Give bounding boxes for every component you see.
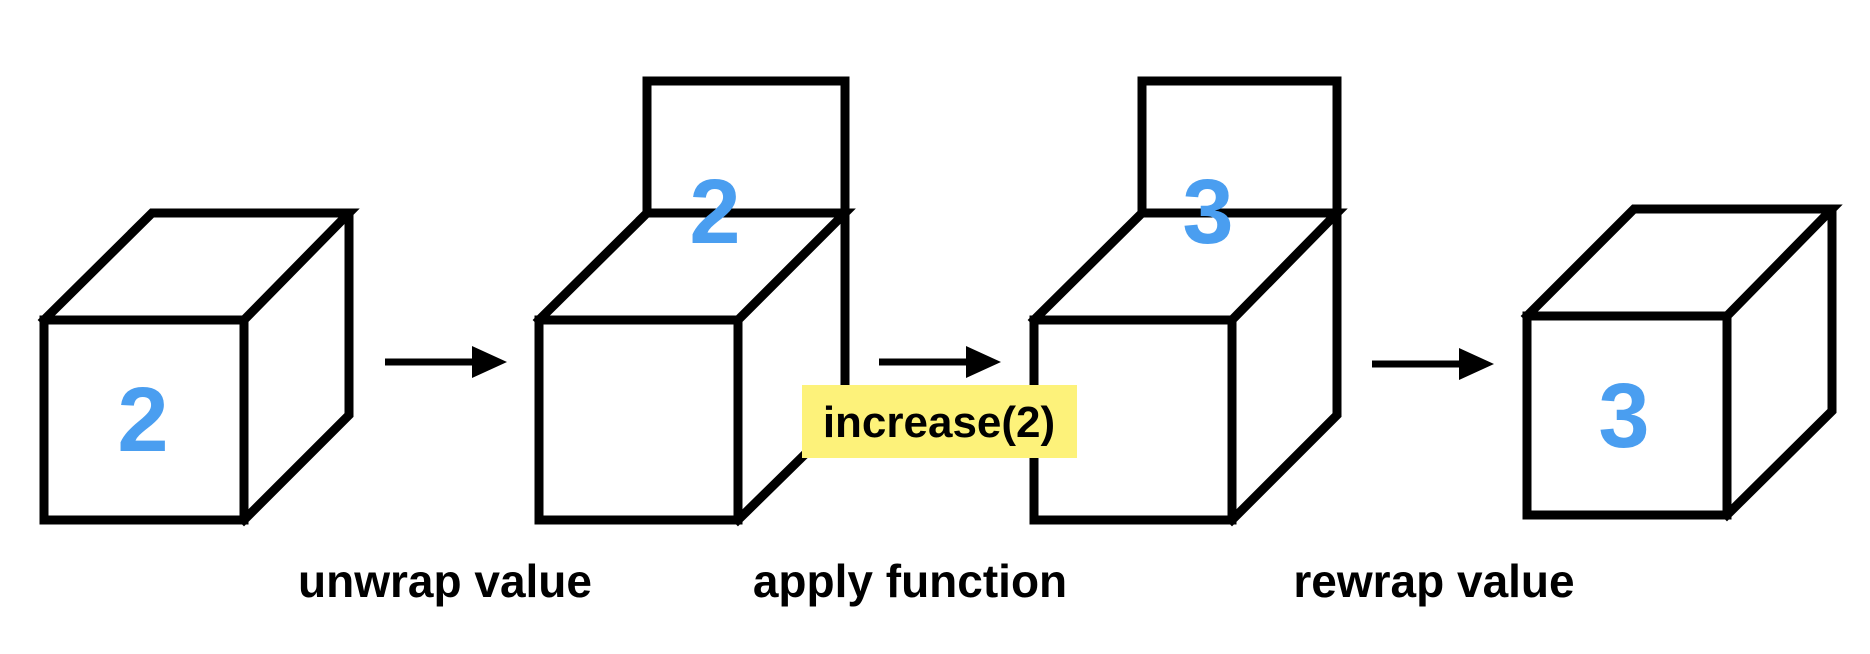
arrow-head: [472, 346, 507, 378]
box-side-face: [731, 208, 850, 527]
arrow-rewrap: [1372, 348, 1494, 380]
result-value: 3: [1182, 161, 1233, 263]
box-front-face: [39, 315, 249, 525]
box-lid: [642, 76, 850, 218]
box-side-face: [237, 208, 354, 527]
box-lid: [1137, 76, 1342, 218]
box-top-face: [1520, 204, 1843, 323]
box-front-face: [534, 315, 743, 525]
box-value: 2: [117, 369, 168, 471]
box-side-face: [1720, 204, 1837, 522]
box-closed-final: 3: [1520, 204, 1843, 522]
box-open-unwrapped: 2: [532, 76, 856, 527]
box-top-face: [532, 208, 856, 327]
box-front-face: [1522, 311, 1732, 520]
arrow-head: [1459, 348, 1494, 380]
box-top-face: [1027, 208, 1348, 327]
unwrapped-value: 2: [689, 161, 740, 263]
arrow-apply: [879, 346, 1001, 378]
box-open-result: 3: [1027, 76, 1348, 527]
function-highlight: [802, 385, 1077, 458]
step-label-apply: apply function: [753, 555, 1067, 607]
arrow-unwrap: [385, 346, 507, 378]
box-value: 3: [1598, 365, 1649, 467]
arrow-head: [966, 346, 1001, 378]
box-top-face: [37, 208, 360, 327]
function-call: increase(2): [802, 385, 1077, 458]
step-label-rewrap: rewrap value: [1293, 555, 1574, 607]
step-label-unwrap: unwrap value: [298, 555, 592, 607]
box-closed-initial: 2: [37, 208, 360, 527]
box-side-face: [1225, 208, 1342, 527]
function-call-label: increase(2): [823, 398, 1055, 447]
